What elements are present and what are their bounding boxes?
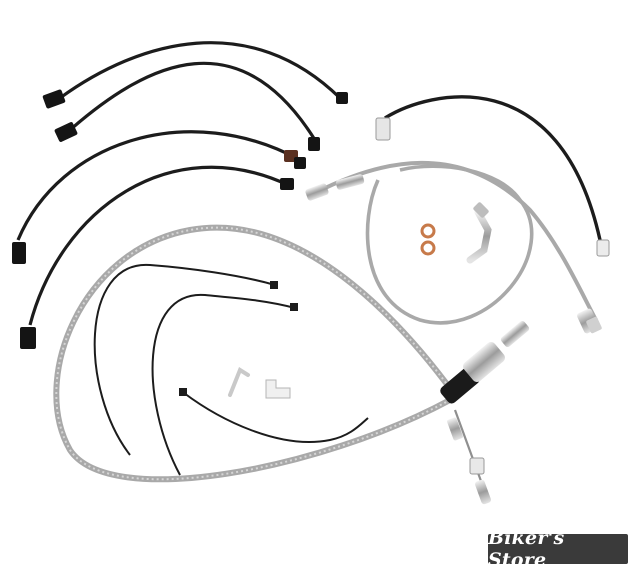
- wiring-harness-right: [375, 95, 610, 257]
- watermark-logo: Biker's Store: [488, 527, 628, 571]
- wiring-harness-third: [12, 130, 306, 264]
- watermark-text: Biker's Store: [488, 527, 565, 571]
- wiring-harness-top: [42, 41, 348, 109]
- wiring-harness-fourth: [20, 165, 294, 349]
- wiring-harness-second: [54, 61, 320, 151]
- braided-clutch-cable: [53, 224, 530, 505]
- braided-brake-line: [305, 160, 602, 334]
- mounting-clips: [228, 367, 291, 399]
- cable-ties: [93, 263, 369, 476]
- brake-fitting-parts: [420, 202, 492, 264]
